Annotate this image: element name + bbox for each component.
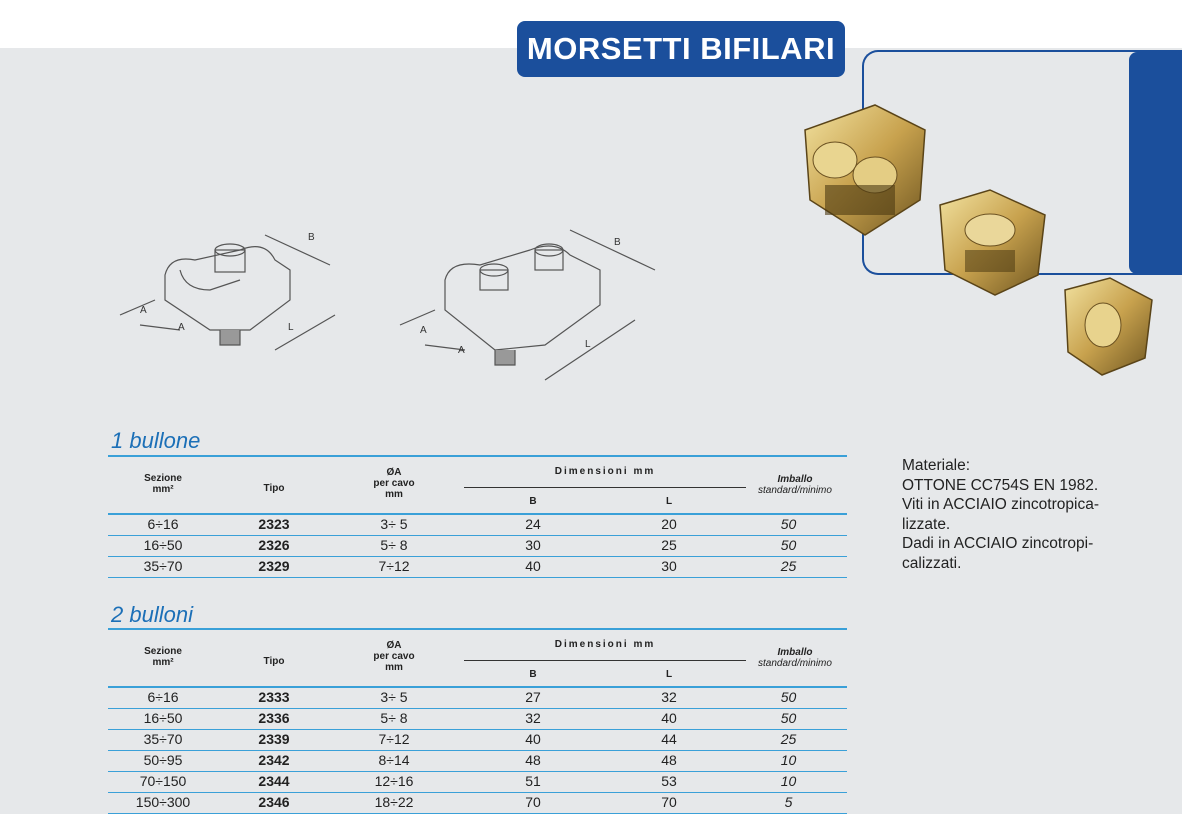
drawing-label: L bbox=[585, 339, 591, 350]
col-tipo: Tipo bbox=[263, 656, 285, 667]
drawing-label: A bbox=[458, 345, 465, 356]
col-dimensioni: Dimensioni mm bbox=[554, 466, 656, 477]
drawing-label: A bbox=[178, 322, 185, 333]
material-line: Materiale: bbox=[902, 457, 971, 474]
material-line: Dadi in ACCIAIO zincotropi- bbox=[902, 535, 1094, 552]
drawing-label: B bbox=[614, 237, 621, 248]
drawing-label: B bbox=[308, 232, 315, 243]
drawing-label: A bbox=[420, 325, 427, 336]
page-title: MORSETTI BIFILARI bbox=[517, 21, 845, 77]
material-line: OTTONE CC754S EN 1982. bbox=[902, 476, 1099, 494]
drawing-label: A bbox=[140, 305, 147, 316]
col-l: L bbox=[665, 496, 673, 507]
material-line: Viti in ACCIAIO zincotropica- bbox=[902, 496, 1099, 513]
material-line: lizzate. bbox=[902, 515, 951, 533]
drawing-label: L bbox=[288, 322, 294, 333]
section-title-1-bullone: 1 bullone bbox=[111, 428, 201, 453]
side-tab bbox=[1129, 52, 1182, 274]
clamp-drawing-1 bbox=[119, 234, 336, 351]
material-description: Materiale: OTTONE CC754S EN 1982. Viti i… bbox=[902, 456, 1172, 573]
dim-rule bbox=[464, 660, 746, 661]
dim-rule bbox=[464, 487, 746, 488]
col-b: B bbox=[529, 669, 537, 680]
col-tipo: Tipo bbox=[263, 483, 285, 494]
section-title-2-bulloni: 2 bulloni bbox=[111, 602, 193, 627]
col-l: L bbox=[665, 669, 673, 680]
terminal-photo bbox=[804, 104, 1153, 376]
clamp-drawing-2 bbox=[399, 229, 656, 381]
col-dimensioni: Dimensioni mm bbox=[554, 639, 656, 650]
material-line: calizzati. bbox=[902, 554, 962, 572]
col-b: B bbox=[529, 496, 537, 507]
clamp-drawings: A A B L A A B L bbox=[119, 229, 656, 381]
